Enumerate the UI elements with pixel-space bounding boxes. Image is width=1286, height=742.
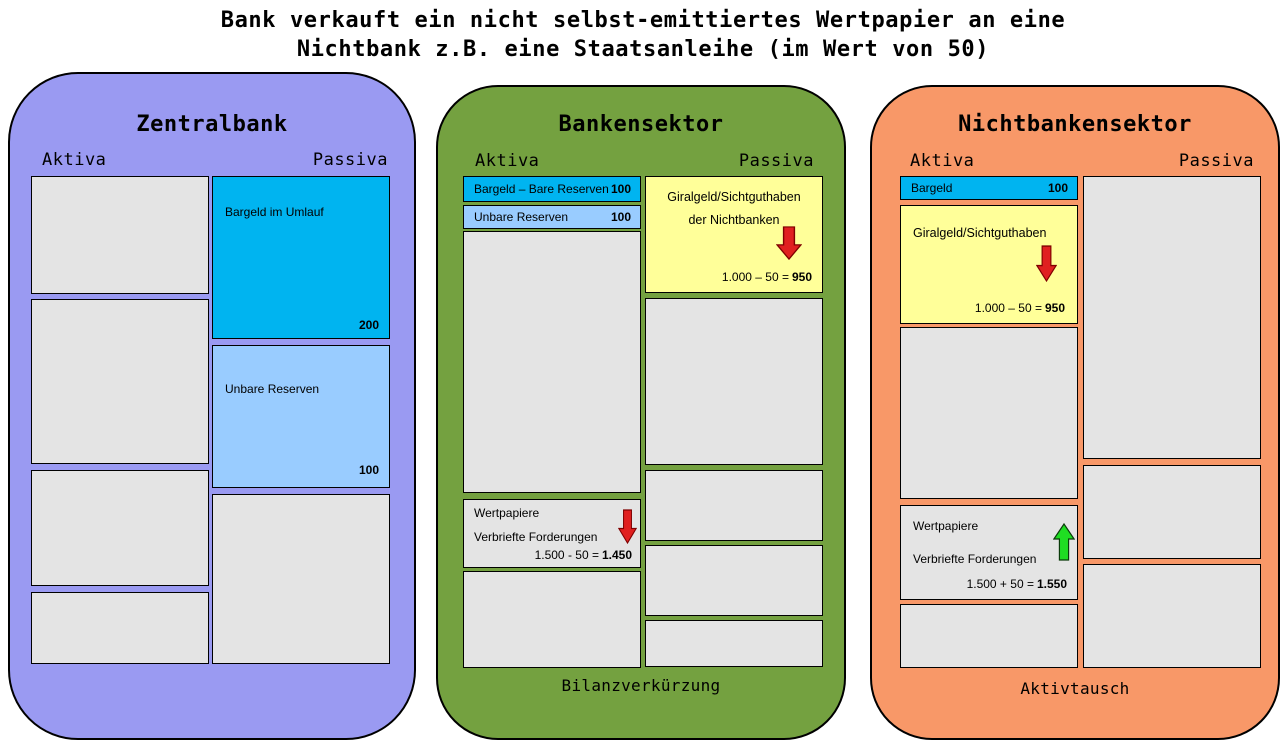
nbs-aktiva-empty-box [900, 327, 1078, 499]
nbs-wertpapiere-equation: 1.500 + 50 =1.550 [966, 577, 1067, 591]
zb-bargeld-im-umlauf-label: Bargeld im Umlauf [225, 205, 324, 219]
bankensektor-panel: Bankensektor Aktiva Passiva Bargeld – Ba… [436, 85, 846, 740]
nbs-passiva-box-3 [1083, 564, 1261, 668]
nbs-giralgeld-box: Giralgeld/Sichtguthaben 1.000 – 50 =950 [900, 205, 1078, 324]
bs-wertpapiere-box: Wertpapiere Verbriefte Forderungen 1.500… [463, 499, 641, 568]
nbs-bargeld-box: Bargeld 100 [900, 176, 1078, 200]
bs-aktiva-bottom-box [463, 571, 641, 668]
green-up-arrow-icon [1053, 523, 1075, 561]
nbs-bargeld-label: Bargeld [911, 181, 953, 195]
red-down-arrow-icon [776, 226, 802, 260]
zb-bargeld-im-umlauf-box: Bargeld im Umlauf 200 [212, 176, 390, 339]
bs-footer-label: Bilanzverkürzung [561, 676, 721, 695]
bs-giralgeld-equation: 1.000 – 50 =950 [721, 270, 812, 284]
main-title-line1: Bank verkauft ein nicht selbst-emittiert… [220, 8, 1066, 33]
bs-giralgeld-box: Giralgeld/Sichtguthaben der Nichtbanken … [645, 176, 823, 293]
bs-giralgeld-label: Giralgeld/Sichtguthaben der Nichtbanken [646, 186, 822, 232]
zb-aktiva-box-4 [31, 592, 209, 664]
bs-bare-reserven-box: Bargeld – Bare Reserven 100 [463, 176, 641, 202]
nbs-wertpapiere-box: Wertpapiere Verbriefte Forderungen 1.500… [900, 505, 1078, 600]
main-title-line2: Nichtbank z.B. eine Staatsanleihe (im We… [296, 37, 990, 62]
zentralbank-panel: Zentralbank Aktiva Passiva Bargeld im Um… [8, 72, 416, 740]
bs-bare-reserven-label: Bargeld – Bare Reserven [474, 182, 609, 196]
red-down-arrow-icon [1036, 245, 1057, 282]
bs-passiva-box-5 [645, 620, 823, 667]
bs-unbare-reserven-label: Unbare Reserven [474, 210, 569, 224]
zb-aktiva-box-1 [31, 176, 209, 294]
bankensektor-title: Bankensektor [558, 112, 724, 137]
nbs-passiva-box-2 [1083, 465, 1261, 559]
nichtbankensektor-panel: Nichtbankensektor Aktiva Passiva Bargeld… [870, 85, 1280, 740]
bs-passiva-box-2 [645, 298, 823, 465]
nbs-footer-label: Aktivtausch [1020, 679, 1130, 698]
main-title: Bank verkauft ein nicht selbst-emittiert… [0, 6, 1286, 64]
bs-giralgeld-line1: Giralgeld/Sichtguthaben [667, 190, 801, 204]
bs-passiva-box-4 [645, 545, 823, 616]
nbs-wertpapiere-line1: Wertpapiere [913, 519, 979, 533]
zb-unbare-reserven-value: 100 [358, 463, 379, 477]
zb-aktiva-box-2 [31, 299, 209, 464]
bs-wertpapiere-line2: Verbriefte Forderungen [474, 530, 598, 544]
zb-aktiva-header: Aktiva [42, 150, 107, 170]
bs-aktiva-header: Aktiva [475, 151, 540, 171]
bs-aktiva-empty-box [463, 231, 641, 493]
nbs-giralgeld-equation: 1.000 – 50 =950 [974, 301, 1065, 315]
zb-unbare-reserven-box: Unbare Reserven 100 [212, 345, 390, 488]
red-down-arrow-icon [618, 509, 637, 544]
nbs-wertpapiere-line2: Verbriefte Forderungen [913, 552, 1037, 566]
bs-unbare-reserven-box: Unbare Reserven 100 [463, 205, 641, 229]
zb-unbare-reserven-label: Unbare Reserven [225, 382, 320, 396]
bs-wertpapiere-line1: Wertpapiere [474, 506, 540, 520]
nichtbankensektor-title: Nichtbankensektor [958, 112, 1192, 137]
nbs-bargeld-value: 100 [1047, 181, 1068, 195]
bs-passiva-header: Passiva [738, 151, 814, 171]
nbs-passiva-header: Passiva [1178, 151, 1254, 171]
zb-passiva-box-3 [212, 494, 390, 664]
bs-passiva-box-3 [645, 470, 823, 541]
nbs-aktiva-bottom-box [900, 604, 1078, 668]
zb-passiva-header: Passiva [312, 150, 388, 170]
bs-giralgeld-line2: der Nichtbanken [688, 213, 780, 227]
bs-wertpapiere-equation: 1.500 - 50 =1.450 [534, 548, 632, 562]
nbs-passiva-box-1 [1083, 176, 1261, 459]
zb-bargeld-im-umlauf-value: 200 [358, 318, 379, 332]
nbs-aktiva-header: Aktiva [910, 151, 975, 171]
bs-bare-reserven-value: 100 [610, 182, 631, 196]
zentralbank-title: Zentralbank [136, 112, 288, 137]
nbs-giralgeld-label: Giralgeld/Sichtguthaben [913, 226, 1047, 240]
bs-unbare-reserven-value: 100 [610, 210, 631, 224]
zb-aktiva-box-3 [31, 470, 209, 586]
